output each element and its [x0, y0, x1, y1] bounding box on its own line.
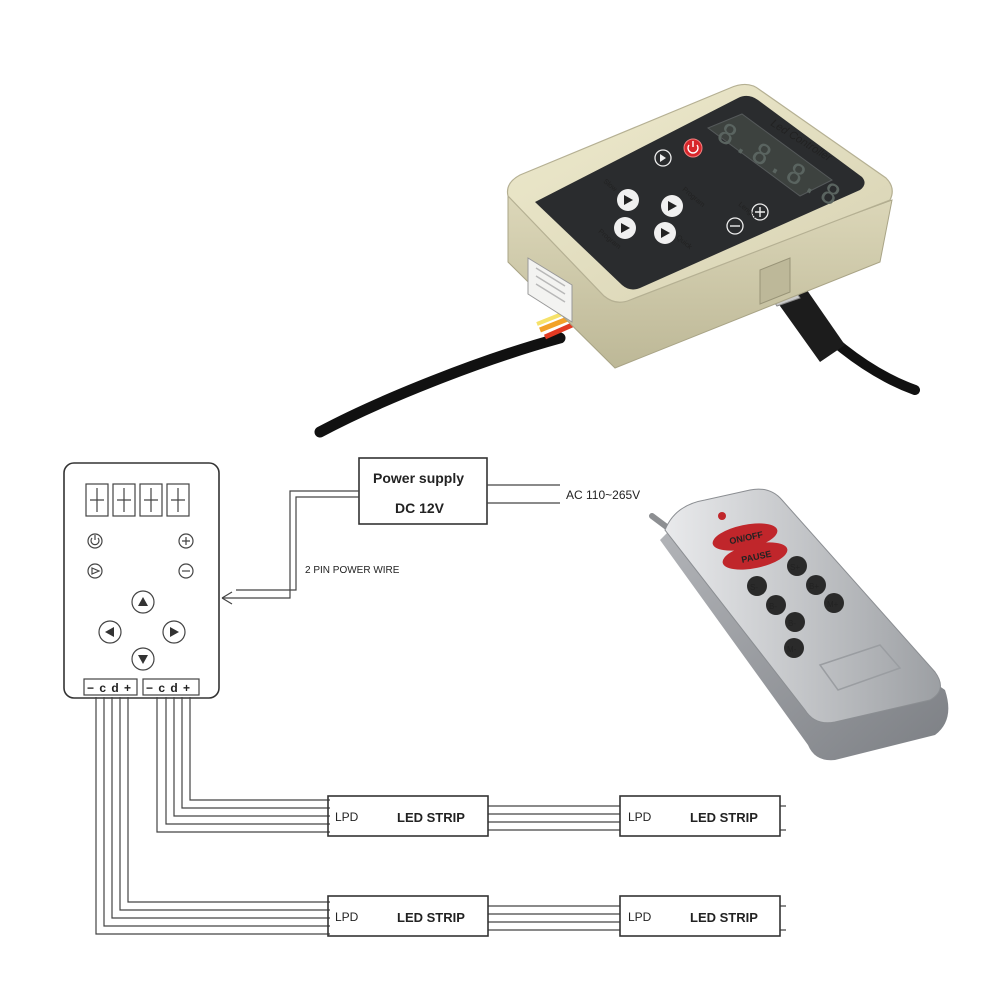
terminal-block-left: [83, 678, 138, 696]
key-s-minus[interactable]: [747, 576, 767, 596]
sketch-left-button: [98, 620, 122, 644]
strip-lpd-label: LPD: [335, 910, 359, 924]
arrow-up-icon: [138, 597, 148, 606]
key-m-minus-label: M-: [787, 645, 797, 654]
key-b-minus-2-label: B-: [788, 619, 796, 628]
key-b-plus-label: B+: [809, 582, 819, 591]
strip-label: LED STRIP: [397, 810, 465, 825]
plus-icon: [182, 537, 190, 545]
key-s-minus-label: S-: [750, 583, 758, 592]
sketch-minus-button: [178, 563, 194, 579]
arrow-right-icon: [624, 195, 633, 205]
power-wire-label: 2 PIN POWER WIRE: [305, 565, 400, 576]
remote-keypad: S- S+ B- B+ B- M+ M-: [747, 556, 844, 658]
controller-photo: 8.8.8.8 Led Controller Slow Program Prog…: [314, 83, 920, 438]
strip-wires: [95, 697, 786, 935]
power-supply-voltage: DC 12V: [395, 500, 445, 516]
sketch-plus-button: [178, 533, 194, 549]
sketch-right-button: [162, 620, 186, 644]
key-m-plus-label: M+: [827, 600, 839, 609]
arrow-right-icon: [661, 228, 670, 238]
plus-icon: [755, 207, 765, 217]
led-strip-4: LPD LED STRIP: [619, 895, 781, 937]
led-strip-3: LPD LED STRIP: [327, 895, 489, 937]
arrow-right-icon: [621, 223, 630, 233]
strip-label: LED STRIP: [690, 910, 758, 925]
power-icon: [687, 141, 699, 154]
led-strip-1: LPD LED STRIP: [327, 795, 489, 837]
strip-lpd-label: LPD: [335, 810, 359, 824]
controller-sketch: [63, 462, 220, 699]
key-b-minus-2[interactable]: [785, 612, 805, 632]
power-icon: [90, 535, 100, 546]
play-pause-icon: [660, 154, 666, 162]
led-display: [706, 113, 833, 197]
ac-input-wires: [487, 484, 560, 504]
remote-led-indicator: [718, 512, 726, 520]
key-s-plus-label: S+: [790, 563, 800, 572]
wiring-diagram: − c d + − c d + Power supply DC 12V AC 1…: [63, 457, 786, 937]
strip-label: LED STRIP: [397, 910, 465, 925]
power-button[interactable]: [683, 138, 703, 158]
ac-input-label: AC 110~265V: [566, 488, 640, 502]
power-supply-title: Power supply: [373, 470, 464, 486]
remote-antenna: [649, 513, 671, 531]
key-m-plus[interactable]: [824, 593, 844, 613]
dc-socket: [759, 257, 791, 305]
direction-buttons: [614, 189, 683, 244]
arrow-right-icon: [170, 627, 179, 637]
key-b-minus-label: B-: [769, 602, 777, 611]
side-connector: [527, 257, 573, 323]
arrow-left-icon: [221, 591, 233, 605]
sketch-play-button: [87, 563, 103, 579]
sketch-up-button: [131, 590, 155, 614]
key-s-plus[interactable]: [787, 556, 807, 576]
connector-pins: [535, 267, 566, 303]
key-m-minus[interactable]: [784, 638, 804, 658]
arrow-right-icon: [668, 201, 677, 211]
remote-photo: ON/OFF PAUSE S- S+ B- B+ B- M+ M-: [649, 488, 949, 761]
sketch-display: [85, 483, 190, 517]
key-b-plus[interactable]: [806, 575, 826, 595]
key-b-minus[interactable]: [766, 595, 786, 615]
remote-body: [664, 488, 941, 724]
arrow-left-icon: [105, 627, 114, 637]
play-icon: [91, 567, 101, 575]
power-wire-outer: [222, 490, 359, 599]
terminal-left-label: − c d +: [87, 681, 132, 695]
strip-lpd-label: LPD: [628, 910, 652, 924]
power-wire-inner: [236, 496, 359, 591]
led-strip-2: LPD LED STRIP: [619, 795, 781, 837]
pause-button[interactable]: [720, 537, 790, 574]
arrow-down-icon: [138, 655, 148, 664]
sketch-power-button: [87, 533, 103, 549]
data-cable: [314, 332, 566, 438]
remote-label-area: [818, 644, 902, 691]
strip-lpd-label: LPD: [628, 810, 652, 824]
sketch-down-button: [131, 647, 155, 671]
terminal-block-right: [142, 678, 200, 696]
terminal-right-label: − c d +: [146, 681, 191, 695]
strip-label: LED STRIP: [690, 810, 758, 825]
